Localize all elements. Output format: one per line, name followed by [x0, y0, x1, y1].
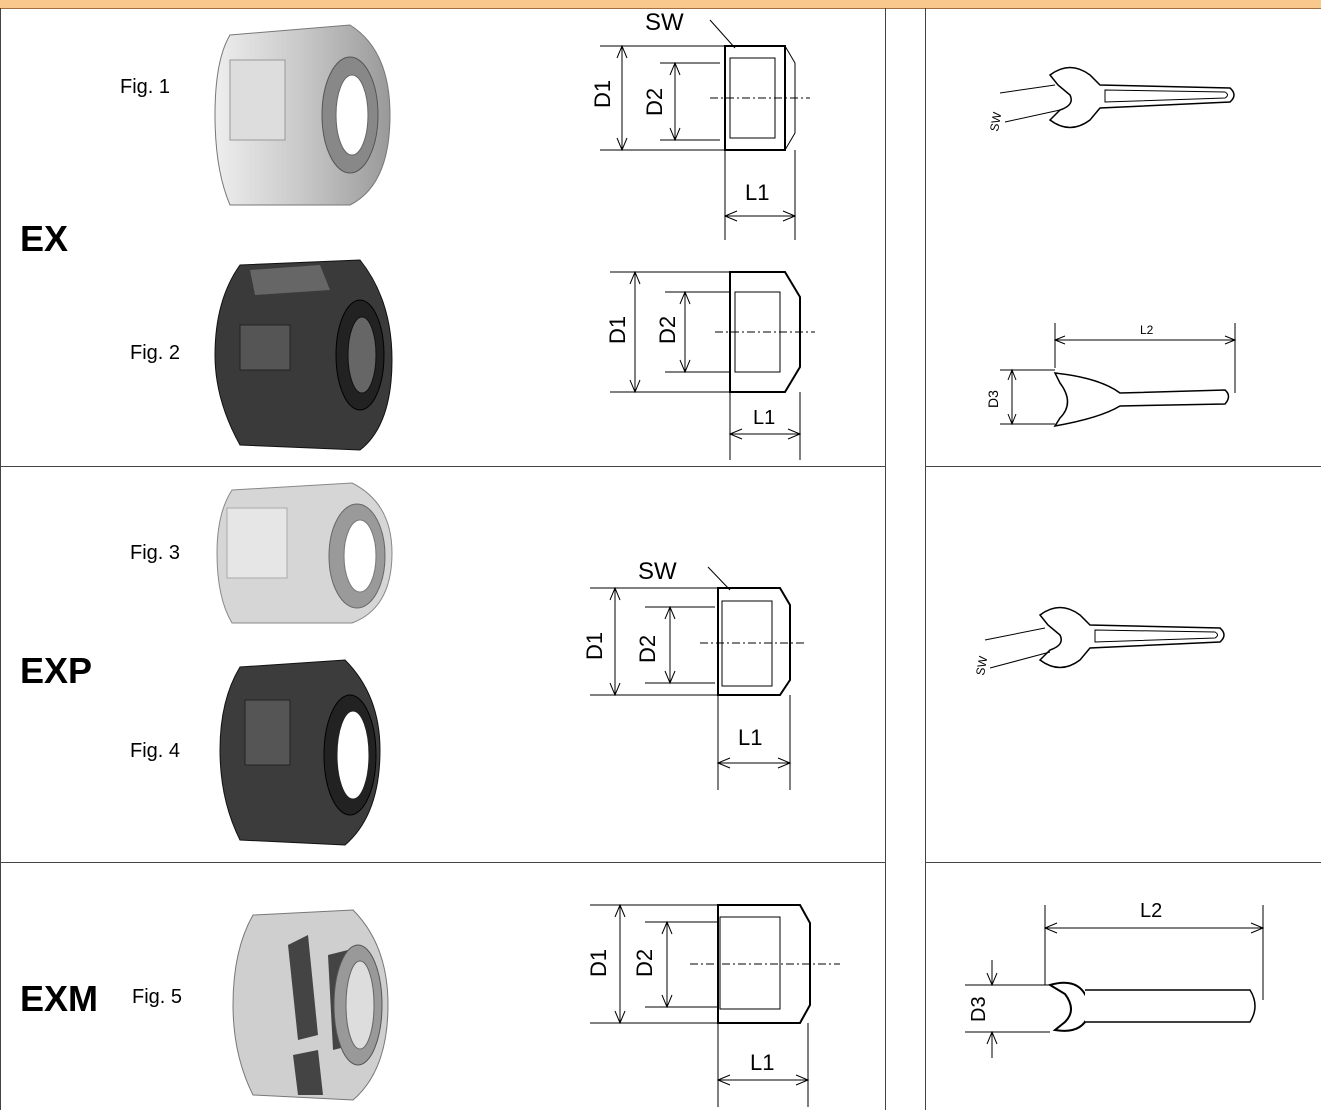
header-bar — [0, 0, 1321, 9]
table-border-left — [0, 8, 1, 1110]
type-label-exp: EXP — [20, 650, 93, 691]
dim-d3: D3 — [985, 390, 1001, 408]
dim-sw: SW — [973, 654, 990, 676]
drawing-exp: SW D1 D2 L1 — [582, 558, 805, 790]
drawing-ex-fig-2: D1 D2 L1 — [605, 270, 815, 460]
nut-fig-4-image — [219, 659, 381, 846]
fig-5-label: Fig. 5 — [132, 986, 183, 1008]
nut-fig-5-image — [232, 909, 389, 1101]
dim-l1: L1 — [738, 725, 762, 750]
wrench-drawing-3: SW — [973, 606, 1225, 677]
row-divider-2-left — [0, 862, 885, 863]
fig-4-label: Fig. 4 — [130, 740, 181, 762]
dim-l1: L1 — [750, 1050, 774, 1075]
dim-d2: D2 — [642, 88, 667, 116]
fig-1-label: Fig. 1 — [120, 76, 171, 98]
drawing-ex-fig-1: SW D1 D2 L1 — [590, 9, 810, 240]
column-divider-2 — [925, 8, 926, 1110]
dim-d3: D3 — [968, 996, 990, 1022]
dim-d1: D1 — [586, 949, 611, 977]
dim-d2: D2 — [632, 949, 657, 977]
dim-d2: D2 — [635, 635, 660, 663]
type-label-exm: EXM — [20, 978, 99, 1019]
nut-fig-1-image — [214, 24, 391, 206]
dim-l2: L2 — [1140, 323, 1154, 337]
row-divider-1-left — [0, 466, 885, 467]
dim-d1: D1 — [590, 80, 615, 108]
dim-sw: SW — [638, 558, 677, 585]
dim-l1: L1 — [745, 180, 769, 205]
dim-l1: L1 — [753, 407, 775, 429]
wrench-drawing-4: L2 D3 — [965, 900, 1265, 1058]
nut-fig-3-image — [216, 482, 393, 624]
wrench-drawing-2: L2 D3 — [985, 323, 1237, 428]
fig-2-label: Fig. 2 — [130, 342, 181, 364]
nut-fig-2-image — [214, 259, 393, 451]
row-divider-1-right — [925, 466, 1321, 467]
fig-3-label: Fig. 3 — [130, 542, 181, 564]
wrench-drawing-1: SW — [987, 66, 1235, 133]
column-divider-1 — [885, 8, 886, 1110]
drawing-exm: D1 D2 L1 — [586, 903, 840, 1107]
dim-d1: D1 — [582, 632, 607, 660]
row-divider-2-right — [925, 862, 1321, 863]
dim-l2: L2 — [1140, 900, 1162, 922]
dim-d1: D1 — [605, 316, 630, 344]
dim-sw: SW — [987, 110, 1004, 132]
dim-sw: SW — [645, 9, 684, 36]
type-label-ex: EX — [20, 218, 69, 259]
dim-d2: D2 — [655, 316, 680, 344]
